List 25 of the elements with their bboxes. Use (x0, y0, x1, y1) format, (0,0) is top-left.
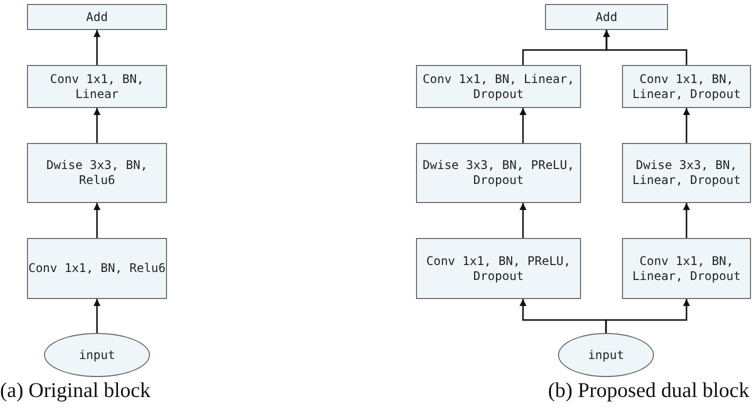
layer-box: Conv 1x1, BN, Linear (27, 65, 167, 108)
arrow (683, 203, 690, 238)
arrow (520, 108, 526, 143)
arrow (94, 299, 100, 333)
arrow (94, 30, 100, 65)
arrow (94, 203, 100, 238)
arrow (605, 299, 690, 333)
arrow (683, 108, 690, 143)
layer-box: Conv 1x1, BN, Linear, Dropout (622, 65, 751, 108)
arrow (94, 108, 100, 143)
input-ellipse: input (44, 333, 150, 377)
layer-box: Dwise 3x3, BN, PReLU, Dropout (416, 143, 581, 203)
layer-box: Dwise 3x3, BN, Linear, Dropout (622, 143, 751, 203)
figure-caption: (a) Original block (0, 378, 150, 403)
layer-box: Conv 1x1, BN, Linear, Dropout (416, 65, 581, 108)
layer-box: Conv 1x1, BN, Linear, Dropout (622, 238, 751, 299)
input-ellipse: input (558, 333, 654, 377)
layer-box: Add (27, 4, 167, 30)
layer-box: Conv 1x1, BN, PReLU, Dropout (416, 238, 581, 299)
figure-caption: (b) Proposed dual block (548, 378, 750, 403)
layer-box: Add (545, 4, 668, 30)
arrow (603, 30, 688, 65)
layer-box: Dwise 3x3, BN, Relu6 (27, 143, 167, 203)
arrow (520, 203, 526, 238)
layer-box: Conv 1x1, BN, Relu6 (27, 238, 167, 299)
